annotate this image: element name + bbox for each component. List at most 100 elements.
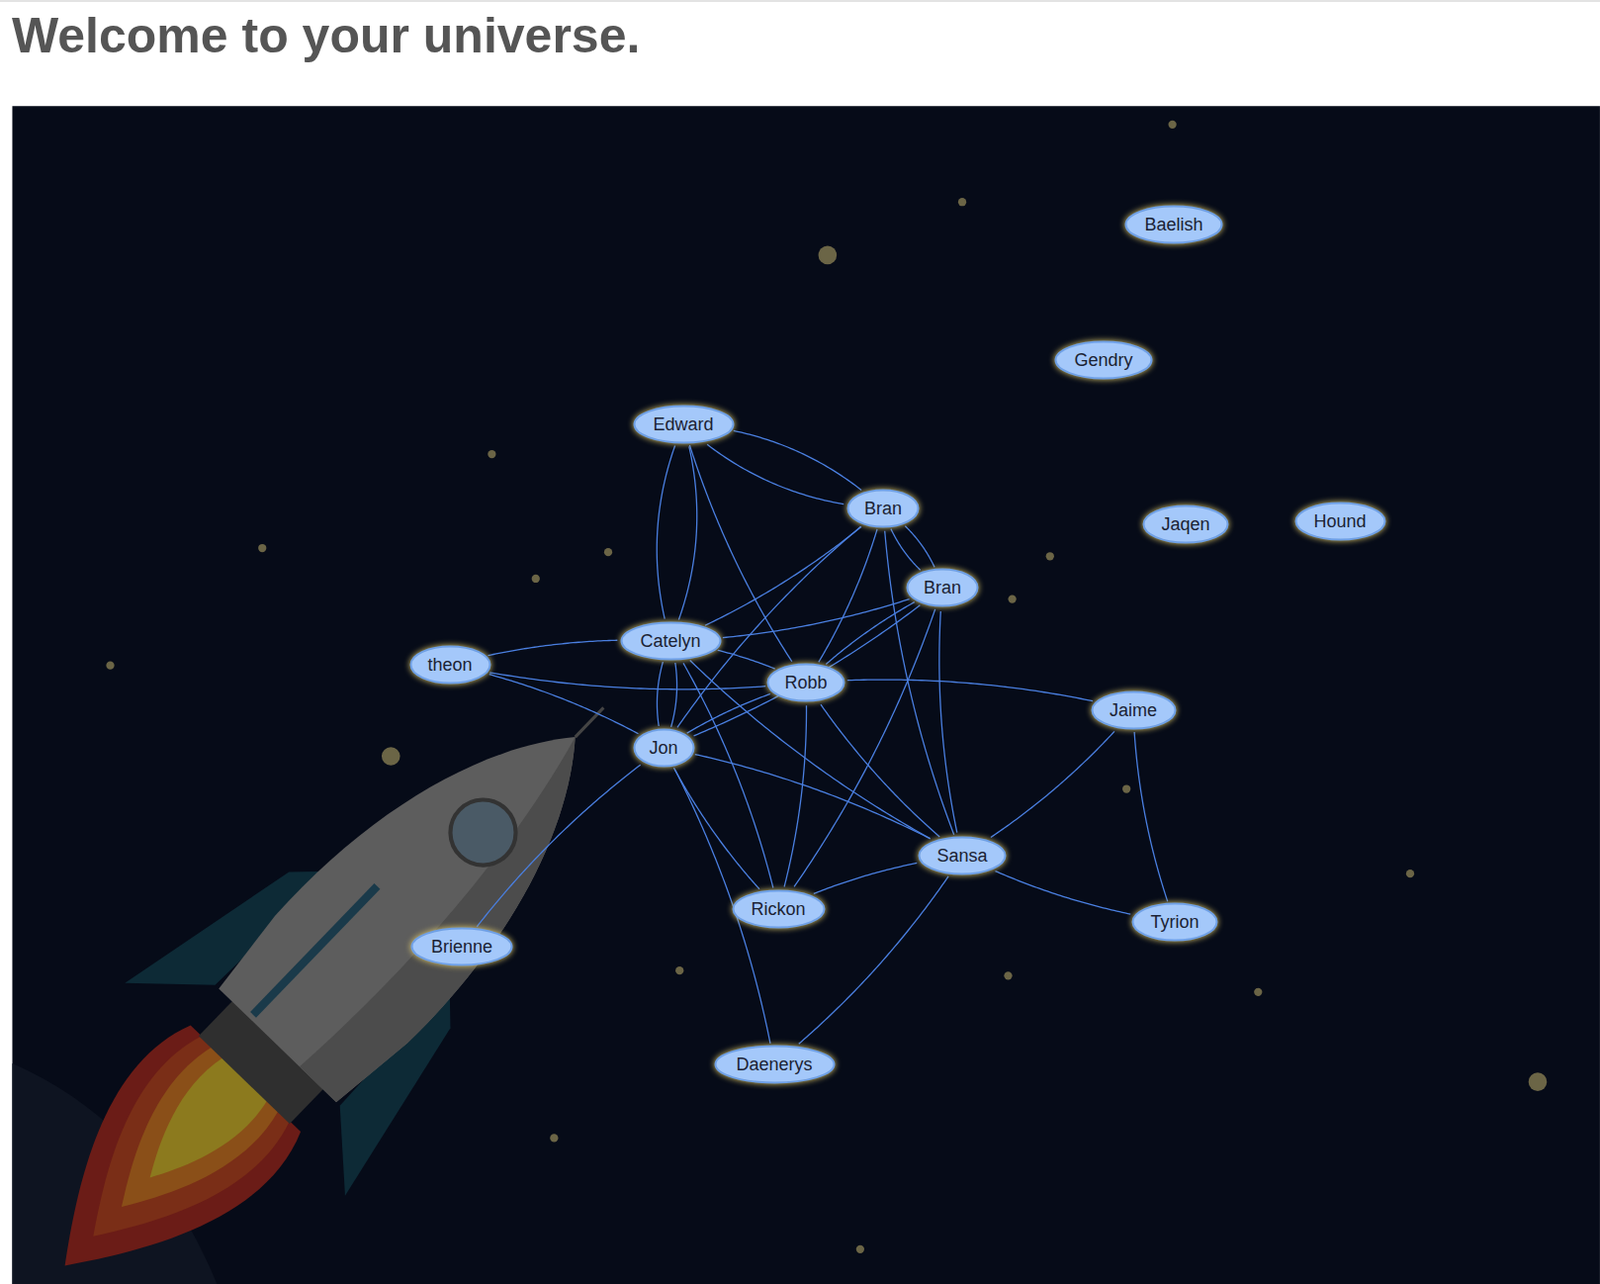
node-ellipse <box>621 622 720 660</box>
character-node: Bran <box>846 488 920 529</box>
relation-line <box>673 767 760 889</box>
node-ellipse <box>1056 342 1153 379</box>
character-node: Robb <box>766 662 846 703</box>
node-label: Jon <box>648 736 678 759</box>
node-label: Brienne <box>431 935 493 958</box>
node-ellipse <box>919 837 1006 875</box>
star <box>1046 551 1055 560</box>
rocket-antenna <box>575 707 605 737</box>
node-ellipse <box>1133 903 1218 941</box>
star-group <box>105 120 1547 1253</box>
relation-line <box>733 430 862 490</box>
character-node: Jaqen <box>1142 504 1230 544</box>
relation-line <box>722 599 910 638</box>
node-ellipse <box>1126 206 1223 244</box>
space-panel <box>11 105 1600 1284</box>
node-ellipse <box>410 646 490 684</box>
node-ellipse <box>1144 506 1229 543</box>
relation-line <box>489 674 639 734</box>
node-label: Daenerys <box>735 1053 812 1075</box>
node-label: Catelyn <box>639 629 701 652</box>
relation-line <box>813 862 917 893</box>
node-ellipse <box>633 729 694 767</box>
rocket-stripe <box>250 883 380 1018</box>
star <box>856 1244 865 1253</box>
node-ellipse <box>768 664 845 702</box>
relation-line <box>717 649 776 669</box>
node-label: Jaqen <box>1160 513 1210 535</box>
character-node: Brienne <box>410 926 514 967</box>
node-ellipse <box>1295 503 1385 540</box>
character-node: Baelish <box>1124 204 1224 245</box>
relation-line <box>990 730 1115 837</box>
star <box>487 449 496 458</box>
star <box>958 197 967 206</box>
character-node: Daenerys <box>713 1044 836 1084</box>
relation-line <box>1134 731 1168 901</box>
character-node: Hound <box>1294 501 1387 541</box>
relation-line <box>794 609 936 888</box>
star <box>1003 971 1012 979</box>
rocket-body-shade <box>277 736 642 1110</box>
node-label: Bran <box>864 497 902 520</box>
rocket-body <box>210 672 641 1109</box>
relation-line <box>687 694 771 734</box>
node-ellipse <box>633 406 733 444</box>
node-label: Sansa <box>936 844 987 867</box>
character-node: Sansa <box>917 835 1007 876</box>
star <box>675 966 684 975</box>
star <box>532 574 540 583</box>
star <box>1167 120 1176 129</box>
node-ellipse <box>1091 692 1175 729</box>
relation-line <box>825 602 914 665</box>
node-ellipse <box>907 569 978 607</box>
star <box>258 543 267 552</box>
relation-line <box>847 679 1093 702</box>
character-node: Rickon <box>731 888 826 929</box>
node-label: Jaime <box>1109 699 1157 721</box>
node-ellipse <box>714 1046 834 1083</box>
relation-line <box>476 764 640 927</box>
node-label: Bran <box>923 576 962 599</box>
star <box>381 746 401 766</box>
character-node: Edward <box>632 404 735 445</box>
relation-line <box>656 444 675 619</box>
relation-line <box>683 662 774 888</box>
node-label: theon <box>427 653 472 676</box>
character-node: Jon <box>632 727 696 768</box>
relation-line <box>671 662 678 727</box>
star <box>604 547 613 556</box>
character-node: Catelyn <box>620 621 722 661</box>
star <box>549 1133 558 1142</box>
rocket-window <box>437 786 530 879</box>
relation-line <box>695 754 931 839</box>
character-node: Bran <box>905 567 979 608</box>
star <box>818 246 838 266</box>
star <box>1253 987 1262 996</box>
relation-line <box>678 445 697 620</box>
relation-line <box>939 611 958 833</box>
character-node: Jaime <box>1090 690 1177 730</box>
star <box>1007 594 1016 603</box>
rocket-illustration <box>0 601 714 1284</box>
node-label: Baelish <box>1144 213 1203 236</box>
node-label: Robb <box>784 671 827 694</box>
character-node: theon <box>409 644 492 685</box>
node-label: Rickon <box>750 897 805 920</box>
relation-line <box>994 871 1131 915</box>
node-ellipse <box>412 928 513 966</box>
node-label: Tyrion <box>1150 910 1199 933</box>
node-label: Gendry <box>1073 349 1133 371</box>
character-node: Gendry <box>1054 340 1154 380</box>
node-label: Edward <box>652 413 713 436</box>
relation-line <box>656 661 663 726</box>
relation-line <box>487 639 618 655</box>
page-title: Welcome to your universe. <box>11 7 640 64</box>
star <box>105 661 114 670</box>
relation-line <box>707 444 844 504</box>
relation-line <box>705 527 862 626</box>
node-label: Hound <box>1313 510 1366 533</box>
